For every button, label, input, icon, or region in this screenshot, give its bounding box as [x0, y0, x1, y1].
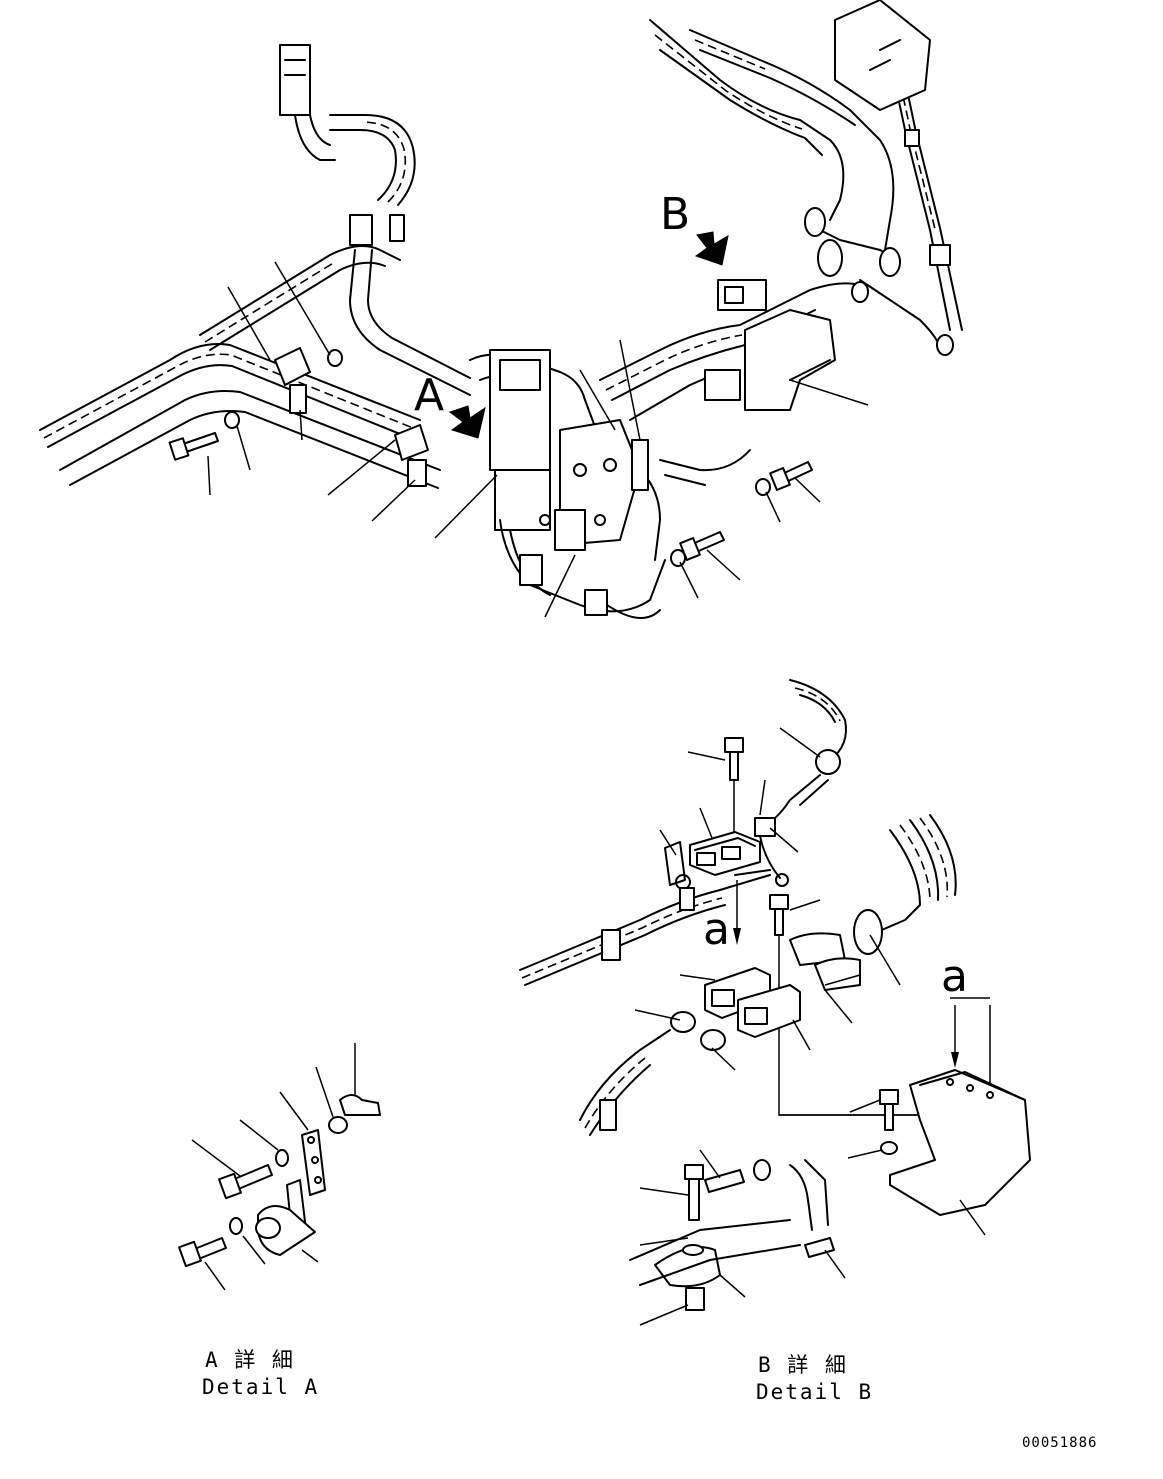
main-harness-assembly: [39, 0, 963, 619]
detail-a-caption-en: Detail A: [202, 1375, 320, 1399]
detail-marker-a-top: a: [703, 904, 730, 955]
bolt-icon: [168, 432, 219, 461]
view-label-a: A: [414, 370, 445, 421]
drawing-number: 00051886: [1022, 1435, 1098, 1451]
bolt-icon: [679, 531, 725, 561]
detail-b-drawing: [519, 679, 1031, 1326]
detail-marker-a-right: a: [941, 951, 968, 1002]
bolt-icon: [218, 1164, 273, 1200]
bolt-icon: [178, 1237, 227, 1268]
view-arrow-b-icon: [694, 231, 729, 266]
bolt-icon: [769, 461, 813, 491]
detail-a-drawing: [178, 1043, 381, 1291]
detail-b-caption-en: Detail B: [756, 1380, 874, 1404]
detail-a-caption-jp: A 詳 細: [205, 1348, 295, 1372]
view-label-b: B: [660, 189, 691, 240]
view-arrow-a-icon: [448, 405, 486, 439]
detail-b-caption-jp: B 詳 細: [758, 1353, 848, 1377]
